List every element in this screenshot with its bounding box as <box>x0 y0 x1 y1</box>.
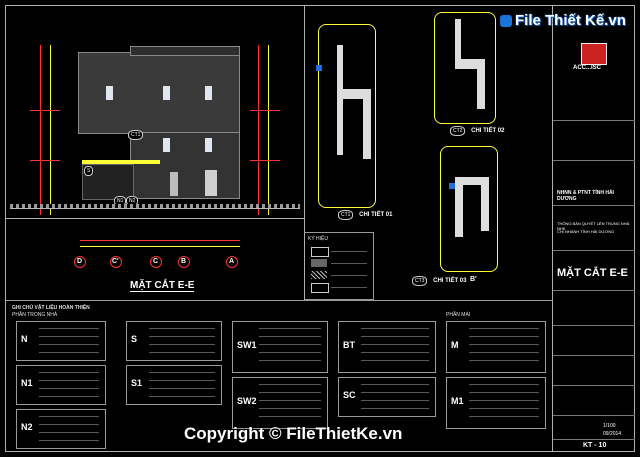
axis-circle-c-prime <box>110 256 122 268</box>
legend-subheader-right: PHẦN MÁI <box>446 312 471 318</box>
detail-wall <box>337 45 343 155</box>
legend-box-s1: S1 <box>126 365 222 405</box>
legend-box-n1: N1 <box>16 365 106 405</box>
legend-box-sw1: SW1 <box>232 321 328 373</box>
brand-watermark: File Thiết Kế.vn <box>500 12 626 29</box>
company-logo <box>581 43 607 65</box>
project-line-2: CHI NHÁNH TỈNH HẢI DƯƠNG <box>557 229 615 234</box>
legend-section: GHI CHÚ VẬT LIỆU HOÀN THIỆN PHẦN TRONG N… <box>6 300 552 453</box>
detail-slab <box>463 177 489 185</box>
axis-circle-c <box>150 256 162 268</box>
window <box>205 138 212 152</box>
axis-circle-b <box>178 256 190 268</box>
detail-01 <box>316 24 376 208</box>
title-block-divider <box>552 5 553 452</box>
dimension-line-left <box>40 45 41 215</box>
window <box>106 86 113 100</box>
axis-label-d: D <box>77 258 83 265</box>
detail-wall <box>455 177 463 237</box>
drawing-title: MẶT CẮT E-E <box>557 267 628 279</box>
key-symbol <box>311 271 327 279</box>
ct2-label: CT2 CHI TIẾT 02 <box>450 126 504 136</box>
axis-label-a: A <box>229 258 235 265</box>
drawing-frame <box>5 5 635 452</box>
section-underline <box>5 218 305 219</box>
level-tick <box>30 110 60 111</box>
section-title: MẶT CẮT E-E <box>130 280 195 292</box>
legend-box-n2: N2 <box>16 409 106 449</box>
axis-label-c: C <box>153 258 159 265</box>
window <box>163 138 170 152</box>
dimension-line-left-2 <box>50 45 51 215</box>
company-name: ACC...ISC <box>573 65 602 71</box>
key-symbol <box>311 259 327 267</box>
axis-label-c-prime: C' <box>112 258 119 265</box>
marker-ct1: CT1 <box>128 130 144 140</box>
legend-box-sc: SC <box>338 377 436 417</box>
level-tick <box>250 110 280 111</box>
legend-box-m: M <box>446 321 546 373</box>
level-tick <box>30 160 60 161</box>
axis-dim-line <box>80 240 240 241</box>
door <box>205 170 217 196</box>
detail-tag <box>449 183 455 189</box>
key-symbol <box>311 283 329 293</box>
detail-column <box>363 99 371 159</box>
axis-circle-a <box>226 256 238 268</box>
axis-circle-d <box>74 256 86 268</box>
legend-subheader-left: PHẦN TRONG NHÀ <box>12 312 58 318</box>
detail-tag <box>316 65 322 71</box>
legend-box-m1: M1 <box>446 377 546 429</box>
door <box>170 172 178 196</box>
axis-dim-line-2 <box>80 246 240 247</box>
detail-slab <box>343 89 371 99</box>
dimension-line-right-2 <box>268 45 269 215</box>
key-table-title: KÝ HIỆU <box>308 236 329 242</box>
scale: 1/100 <box>603 423 616 429</box>
axis-label-b: B <box>181 258 187 265</box>
detail-column <box>477 69 485 109</box>
sheet-number: KT - 10 <box>583 442 607 449</box>
b-prime-label: B' <box>470 276 477 283</box>
legend-box-s: S <box>126 321 222 361</box>
window <box>205 86 212 100</box>
copyright-watermark: Copyright © FileThietKe.vn <box>184 424 403 443</box>
marker-s: S <box>84 166 94 176</box>
legend-header: GHI CHÚ VẬT LIỆU HOÀN THIỆN <box>12 305 90 311</box>
owner-name: NHNN & PTNT TỈNH HẢI DƯƠNG <box>557 190 614 202</box>
legend-box-bt: BT <box>338 321 436 373</box>
key-symbol <box>311 247 329 257</box>
title-block: ACC...ISC NHNN & PTNT TỈNH HẢI DƯƠNG THÔ… <box>553 5 635 452</box>
dimension-line-right <box>258 45 259 215</box>
ground-line <box>10 208 300 209</box>
legend-box-sw2: SW2 <box>232 377 328 429</box>
detail-02 <box>434 12 496 124</box>
section-divider <box>304 5 305 300</box>
detail-wall <box>455 19 461 59</box>
brand-icon <box>500 15 512 28</box>
building-lower-volume <box>130 132 240 199</box>
window <box>163 86 170 100</box>
building-upper-volume <box>78 52 240 134</box>
detail-column <box>481 185 489 231</box>
level-tick <box>250 160 280 161</box>
building-roof-parapet <box>130 46 240 56</box>
project-line-1: THÔNG BÀN QUYẾT LÊN TRUNG NHÀ NHK <box>557 221 630 231</box>
key-table: KÝ HIỆU <box>304 232 374 300</box>
ct1-label: CT1 CHI TIẾT 01 <box>338 210 392 220</box>
date: 09/2014 <box>603 431 622 437</box>
detail-slab <box>455 59 485 69</box>
section-drawing: S N1 N2 CT1 D C' C B A MẶT CẮT E-E <box>10 10 300 300</box>
detail-03 <box>440 146 498 272</box>
ct3-label: CT3 CHI TIẾT 03 <box>412 276 466 286</box>
canopy <box>82 160 160 164</box>
foundation-band <box>10 204 300 208</box>
legend-box-n: N <box>16 321 106 361</box>
